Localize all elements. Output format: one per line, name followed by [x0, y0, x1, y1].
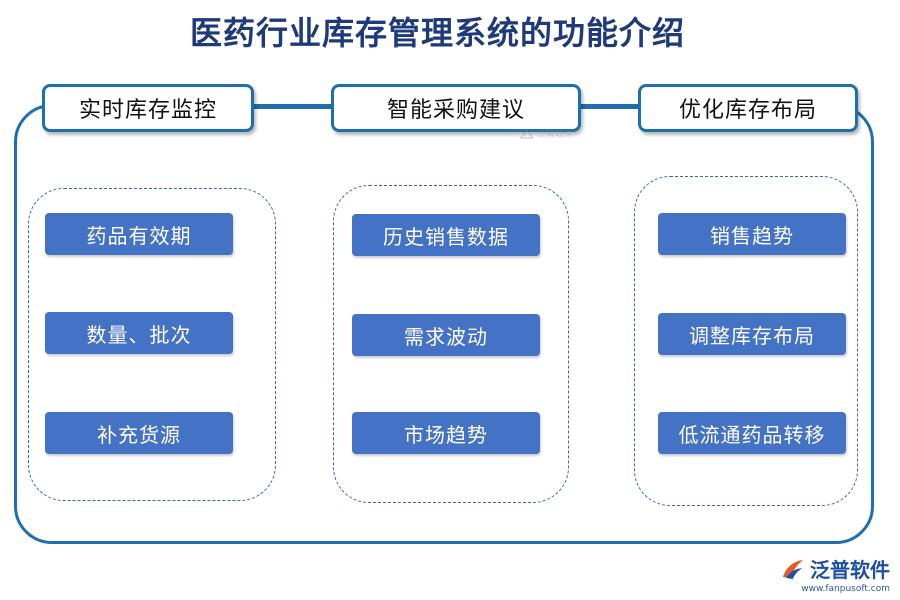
item-sales-trend: 销售趋势: [658, 213, 846, 255]
connector-line-right: [580, 106, 640, 109]
watermark-logo-icon: [520, 128, 534, 139]
group-smart-purchasing: [333, 185, 569, 503]
diagram-title: 医药行业库存管理系统的功能介绍: [189, 14, 685, 52]
column-header-layout-optimization: 优化库存布局: [638, 84, 858, 132]
column-header-inventory-monitoring: 实时库存监控: [42, 84, 254, 132]
brand-logo-name: 泛普软件: [810, 558, 890, 582]
watermark: 泛普软件: [520, 127, 573, 140]
item-market-trend: 市场趋势: [352, 412, 540, 454]
group-layout-optimization: [634, 176, 858, 506]
brand-logo-url: www.fanpusoft.com: [801, 584, 890, 594]
item-quantity-batch: 数量、批次: [45, 312, 233, 354]
column-header-smart-purchasing: 智能采购建议: [331, 84, 581, 132]
brand-logo-icon: [783, 559, 803, 579]
connector-line-left: [253, 106, 333, 109]
item-adjust-layout: 调整库存布局: [658, 313, 846, 355]
group-inventory-monitoring: [28, 188, 276, 501]
item-demand-fluctuation: 需求波动: [352, 314, 540, 356]
brand-logo: 泛普软件 www.fanpusoft.com: [780, 554, 890, 594]
item-drug-expiry: 药品有效期: [45, 213, 233, 255]
item-sales-history: 历史销售数据: [352, 214, 540, 256]
item-replenish-supply: 补充货源: [45, 412, 233, 454]
item-slow-moving-transfer: 低流通药品转移: [658, 412, 846, 454]
watermark-text: 泛普软件: [537, 130, 574, 140]
